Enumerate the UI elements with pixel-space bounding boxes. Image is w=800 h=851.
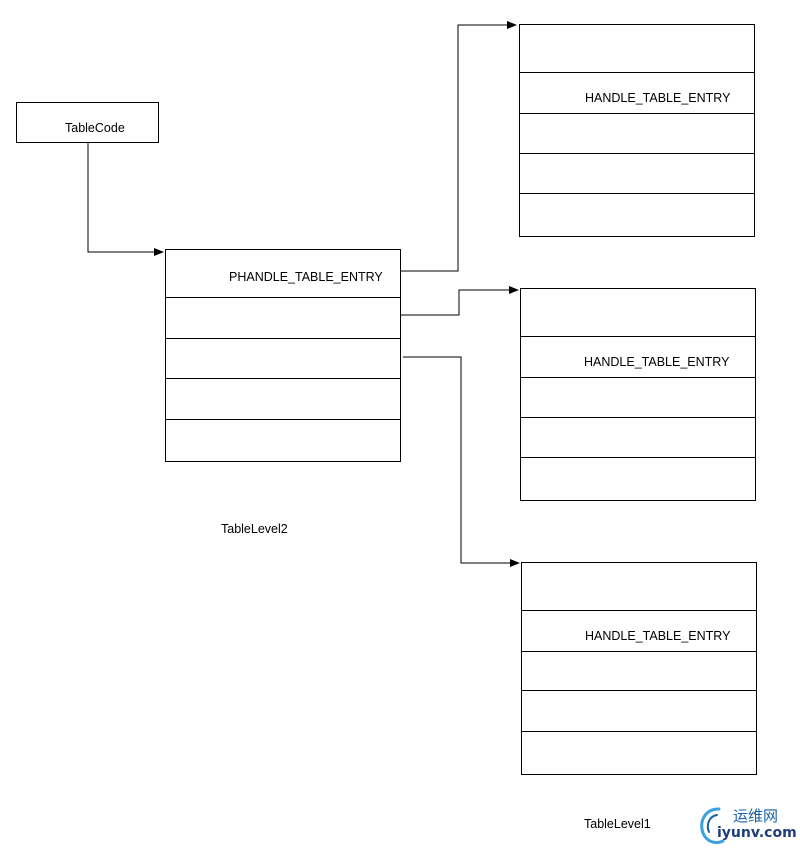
tablecode-label: TableCode <box>65 121 125 135</box>
level2-row <box>166 339 400 379</box>
level2-row: PHANDLE_TABLE_ENTRY <box>166 250 400 298</box>
level1-row <box>522 652 756 691</box>
level1-row: HANDLE_TABLE_ENTRY <box>521 337 755 378</box>
swirl-icon <box>700 807 725 845</box>
level1-row <box>522 691 756 732</box>
level2-row <box>166 420 400 463</box>
level1-row <box>520 194 754 238</box>
level1-entry-label: HANDLE_TABLE_ENTRY <box>585 629 731 643</box>
watermark-cn-text: 运维网 <box>733 807 779 825</box>
level1-caption: TableLevel1 <box>584 817 651 831</box>
arrow-level2-to-table1 <box>401 21 517 272</box>
level1-row <box>522 732 756 776</box>
level1-row: HANDLE_TABLE_ENTRY <box>522 611 756 652</box>
level2-row <box>166 379 400 420</box>
level2-row <box>166 298 400 339</box>
level1-entry-label: HANDLE_TABLE_ENTRY <box>585 91 731 105</box>
level2-table: PHANDLE_TABLE_ENTRY <box>165 249 401 462</box>
level1-table-2: HANDLE_TABLE_ENTRY <box>520 288 756 501</box>
level1-table-1: HANDLE_TABLE_ENTRY <box>519 24 755 237</box>
level1-row: HANDLE_TABLE_ENTRY <box>520 73 754 114</box>
level1-row <box>521 418 755 458</box>
tablecode-box: TableCode <box>16 102 159 143</box>
level2-header-label: PHANDLE_TABLE_ENTRY <box>229 270 383 284</box>
level1-row <box>520 154 754 194</box>
arrow-level2-to-table3 <box>403 356 520 567</box>
watermark-logo: 运维网 iyunv.com <box>697 803 797 847</box>
level1-table-3: HANDLE_TABLE_ENTRY <box>521 562 757 775</box>
arrow-level2-to-table2 <box>401 286 519 316</box>
level1-row <box>522 563 756 611</box>
level1-entry-label: HANDLE_TABLE_ENTRY <box>584 355 730 369</box>
level1-row <box>520 25 754 73</box>
level1-row <box>521 289 755 337</box>
level1-row <box>521 378 755 418</box>
watermark-en-text: iyunv.com <box>717 825 797 841</box>
level1-row <box>520 114 754 154</box>
level2-caption: TableLevel2 <box>221 522 288 536</box>
level1-row <box>521 458 755 502</box>
arrow-tablecode-to-level2 <box>87 143 164 256</box>
